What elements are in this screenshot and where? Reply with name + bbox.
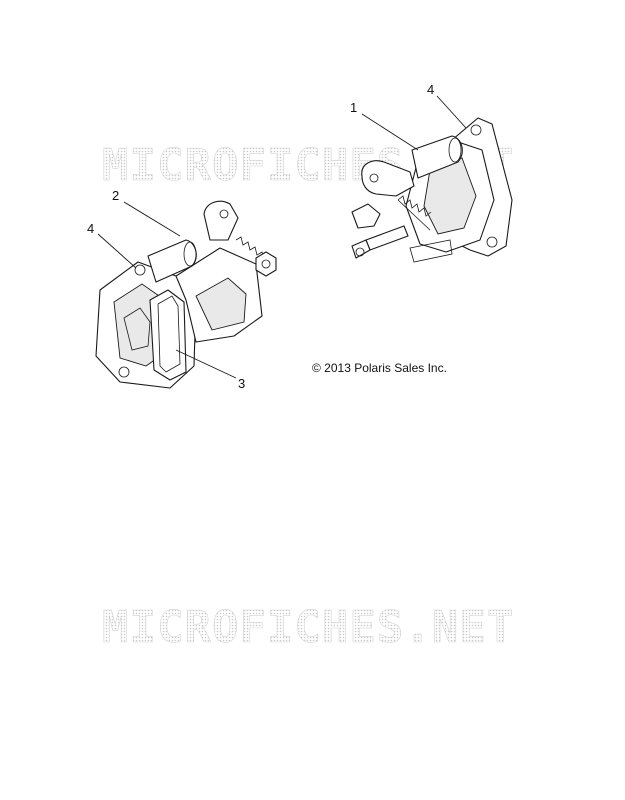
watermark-bottom: MICROFICHES.NET (102, 602, 514, 653)
leader-2 (123, 201, 181, 237)
copyright-notice: © 2013 Polaris Sales Inc. (312, 361, 447, 375)
callout-4-right: 4 (427, 82, 434, 97)
leader-3 (175, 349, 237, 379)
callout-1: 1 (350, 100, 357, 115)
leader-4-left (97, 233, 137, 269)
leader-1 (361, 113, 419, 151)
callout-4-left: 4 (87, 221, 94, 236)
callout-3: 3 (238, 376, 245, 391)
callout-2: 2 (112, 188, 119, 203)
leader-4-right (436, 95, 467, 129)
brake-caliper-right (351, 117, 513, 263)
brake-caliper-left (95, 200, 277, 389)
